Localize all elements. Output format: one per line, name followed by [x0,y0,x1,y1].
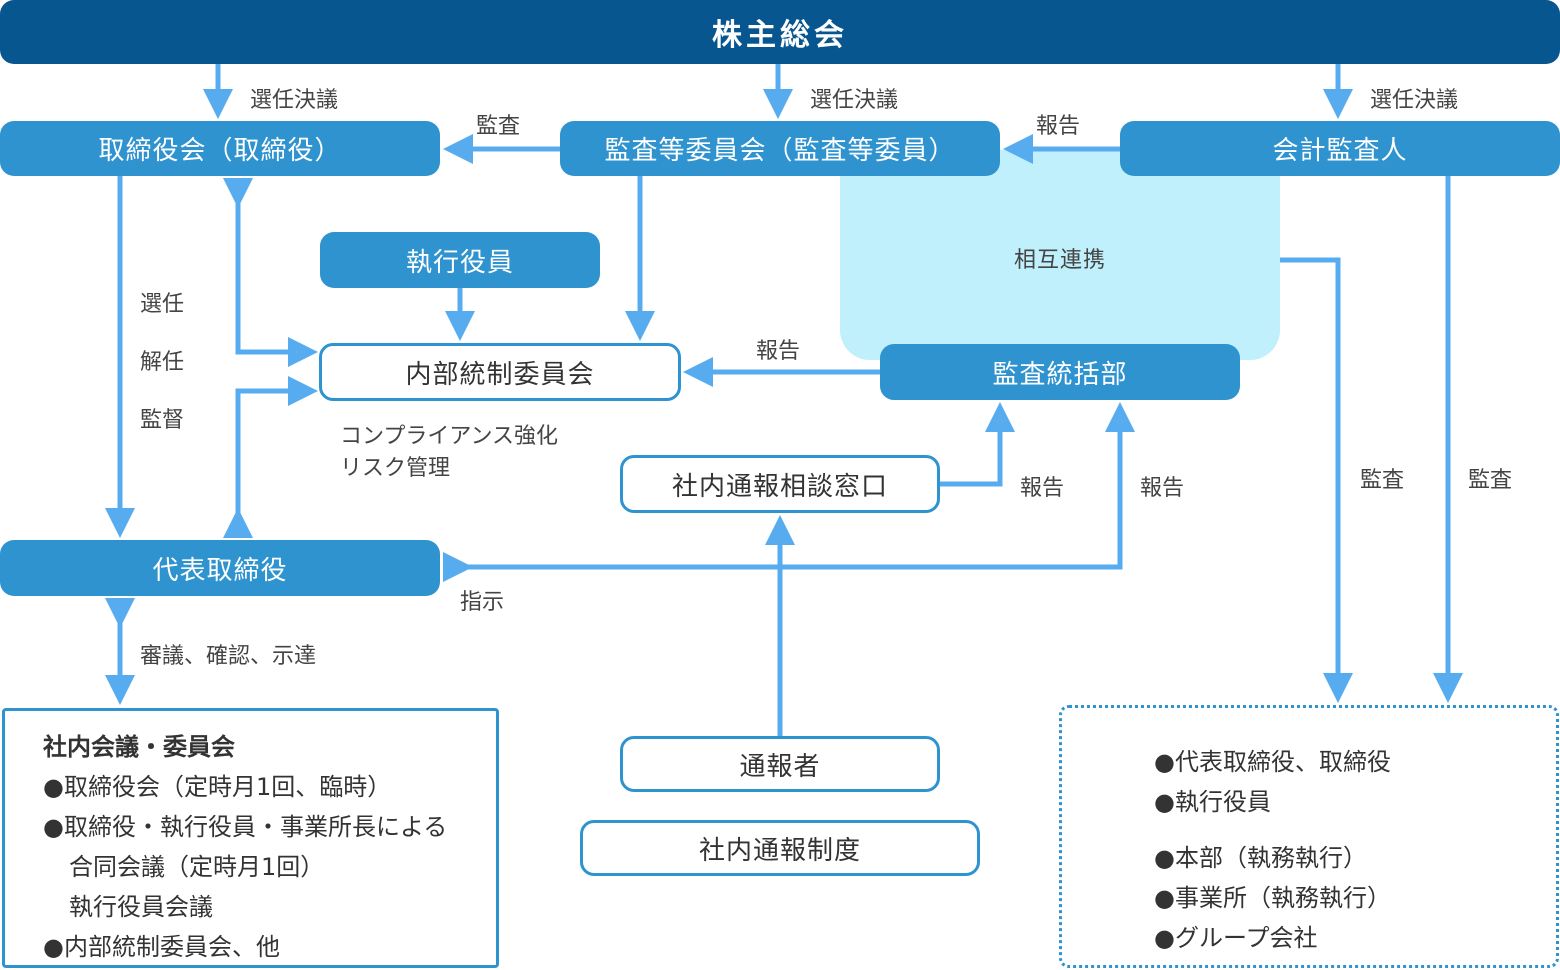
audited-entity-item: ●グループ会社 [1154,924,1318,952]
compliance-label: コンプライアンス強化 [340,424,559,449]
internal-meetings-panel: 社内会議・委員会 ●取締役会（定時月1回、臨時） ●取締役・執行役員・事業所長に… [2,708,499,968]
arrow-director-audit-dept [443,402,1135,582]
board-of-directors: 取締役会（取締役） [0,121,440,176]
audit-committee: 監査等委員会（監査等委員） [560,121,1000,176]
audited-entity-item: ●本部（執務執行） [1154,844,1367,872]
accounting-auditor-label: 会計監査人 [1272,136,1408,166]
representative-director-label: 代表取締役 [152,555,288,586]
report-hotline-label: 報告 [1020,476,1065,501]
supervise-label: 監督 [140,408,185,433]
shareholders-meeting: 株主総会 [0,0,1560,64]
representative-director: 代表取締役 [0,540,440,596]
executive-officers: 執行役員 [320,232,600,288]
internal-meetings-title: 社内会議・委員会 [43,733,235,761]
audit-committee-label: 監査等委員会（監査等委員） [604,136,956,166]
arrow-board-icc [223,178,318,367]
appoint-label: 選任 [140,292,185,317]
report-to-icc-label: 報告 [756,339,801,364]
reporter-label: 通報者 [739,751,821,782]
election-label-center: 選任決議 [810,88,899,113]
audited-entities-panel: ●代表取締役、取締役 ●執行役員 ●本部（執務執行） ●事業所（執務執行） ●グ… [1059,705,1559,968]
report-director-label: 報告 [1140,476,1185,501]
meeting-item: ●取締役・執行役員・事業所長による [43,813,448,841]
audit-department: 監査統括部 [880,344,1240,400]
meeting-item: ●内部統制委員会、他 [43,933,280,961]
deliberation-label: 審議、確認、示達 [140,644,317,669]
auditor-audit-label: 監査 [1468,468,1513,493]
mutual-cooperation-area: 相互連携 [840,150,1280,360]
whistleblowing-system: 社内通報制度 [580,820,980,876]
report-to-audit-committee-label: 報告 [1036,114,1081,139]
whistleblowing-hotline: 社内通報相談窓口 [620,455,940,513]
arrow-audit-dept-to-entities [1280,257,1353,703]
audited-entity-item: ●事業所（執務執行） [1154,884,1391,912]
meeting-item: 執行役員会議 [69,893,213,921]
audited-entity-item: ●代表取締役、取締役 [1154,748,1391,776]
mutual-cooperation-label: 相互連携 [1013,248,1106,273]
arrow-director-icc [223,376,318,538]
accounting-auditor: 会計監査人 [1120,121,1560,176]
shareholders-meeting-label: 株主総会 [712,18,848,53]
reporter: 通報者 [620,736,940,792]
audit-department-label: 監査統括部 [992,359,1128,390]
instruction-label: 指示 [460,590,505,615]
meeting-item: ●取締役会（定時月1回、臨時） [43,773,392,801]
executive-officers-label: 執行役員 [405,247,514,278]
arrow-hotline-to-audit-dept [940,402,1015,487]
risk-management-label: リスク管理 [340,456,451,481]
board-label: 取締役会（取締役） [98,136,342,166]
audit-to-board-label: 監査 [476,114,521,139]
hotline-label: 社内通報相談窓口 [671,471,888,502]
election-label-left: 選任決議 [250,88,339,113]
whistleblowing-system-label: 社内通報制度 [698,835,861,866]
meeting-item: 合同会議（定時月1回） [69,853,325,881]
internal-control-committee: 内部統制委員会 [319,343,681,401]
election-label-right: 選任決議 [1370,88,1459,113]
dismiss-label: 解任 [140,350,185,375]
internal-control-committee-label: 内部統制委員会 [405,359,595,390]
audited-entity-item: ●執行役員 [1154,788,1271,816]
audit-dept-audit-label: 監査 [1360,468,1405,493]
